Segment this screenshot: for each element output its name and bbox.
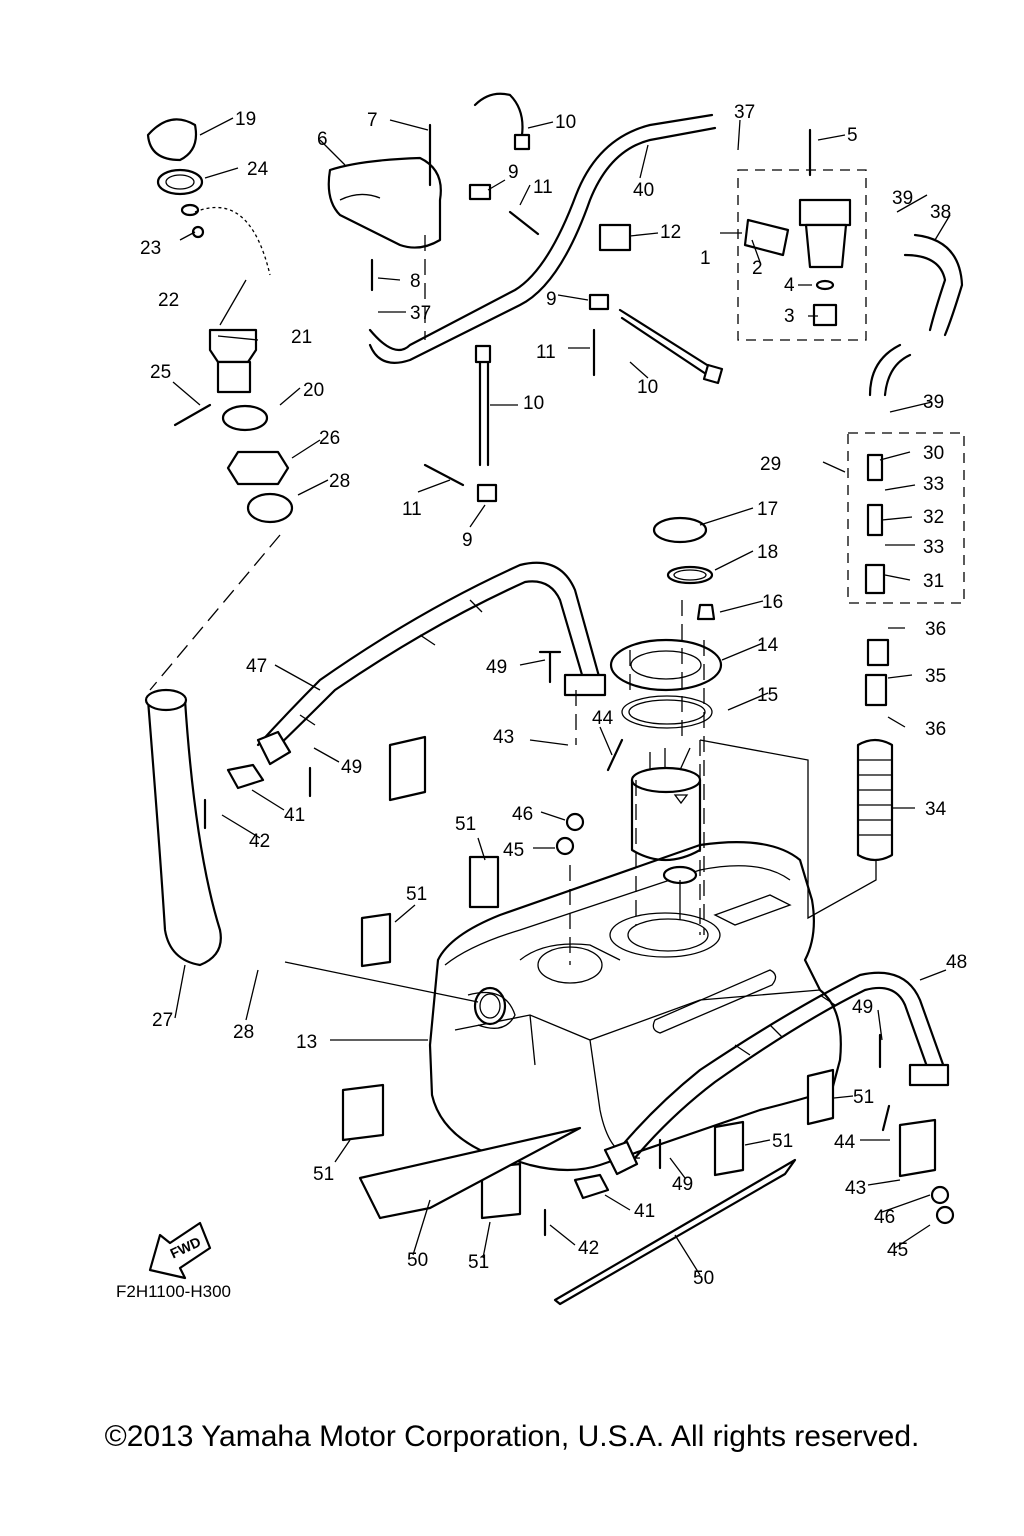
callout-3: 3 bbox=[784, 306, 795, 327]
callout-28a: 28 bbox=[329, 471, 350, 492]
callout-49a: 49 bbox=[486, 657, 507, 678]
fuel-pump-assembly bbox=[569, 516, 723, 965]
callout-10a: 10 bbox=[555, 112, 576, 133]
callout-14: 14 bbox=[757, 635, 779, 656]
fuel-tank-body bbox=[428, 841, 842, 1172]
callout-51a: 51 bbox=[455, 814, 476, 835]
callout-11b: 11 bbox=[536, 342, 556, 363]
callout-18: 18 bbox=[757, 542, 778, 563]
filler-cap-assembly bbox=[146, 118, 294, 524]
callout-21: 21 bbox=[291, 327, 312, 348]
callout-31: 31 bbox=[923, 571, 944, 592]
callout-43a: 43 bbox=[493, 727, 514, 748]
callout-39b: 39 bbox=[923, 392, 944, 413]
callout-51f: 51 bbox=[468, 1252, 489, 1273]
callout-51e: 51 bbox=[772, 1131, 793, 1152]
callout-49c: 49 bbox=[852, 997, 873, 1018]
cover bbox=[327, 123, 812, 292]
callout-51d: 51 bbox=[853, 1087, 874, 1108]
cable-ties-rivets bbox=[423, 92, 724, 503]
callout-7: 7 bbox=[367, 110, 378, 131]
callout-8: 8 bbox=[410, 271, 421, 292]
filler-hose bbox=[144, 688, 222, 967]
labels-strips bbox=[148, 855, 835, 1306]
callout-39a: 39 bbox=[892, 188, 913, 209]
callout-46b: 46 bbox=[874, 1207, 895, 1228]
callout-numbers: 1 2 3 4 5 6 7 8 9 9 9 10 10 10 11 11 11 … bbox=[140, 102, 967, 1289]
hose-fittings-assembly bbox=[699, 432, 965, 920]
callout-43b: 43 bbox=[845, 1178, 866, 1199]
callout-37b: 37 bbox=[410, 303, 431, 324]
callout-33b: 33 bbox=[923, 537, 944, 558]
callout-51b: 51 bbox=[406, 884, 427, 905]
mount-brackets bbox=[203, 650, 955, 1237]
callout-40: 40 bbox=[633, 180, 654, 201]
callout-36a: 36 bbox=[925, 619, 946, 640]
callout-2: 2 bbox=[752, 258, 763, 279]
callout-6: 6 bbox=[317, 129, 328, 150]
callout-47: 47 bbox=[246, 656, 267, 677]
callout-41b: 41 bbox=[634, 1201, 655, 1222]
callout-42a: 42 bbox=[249, 831, 270, 852]
callout-24: 24 bbox=[247, 159, 269, 180]
callout-11c: 11 bbox=[402, 499, 422, 520]
callout-50b: 50 bbox=[693, 1268, 714, 1289]
callout-46a: 46 bbox=[512, 804, 533, 825]
callout-44b: 44 bbox=[834, 1132, 856, 1153]
assembly-lines bbox=[149, 235, 631, 1003]
callout-9b: 9 bbox=[546, 289, 557, 310]
callout-49b: 49 bbox=[341, 757, 362, 778]
fuel-filter-assembly bbox=[737, 169, 867, 341]
callout-42b: 42 bbox=[578, 1238, 599, 1259]
drawing-code: F2H1100-H300 bbox=[116, 1282, 231, 1301]
leader-lines bbox=[172, 117, 951, 1276]
callout-13: 13 bbox=[296, 1032, 317, 1053]
callout-15: 15 bbox=[757, 685, 778, 706]
callout-50a: 50 bbox=[407, 1250, 428, 1271]
callout-19: 19 bbox=[235, 109, 256, 130]
tank-band-front bbox=[256, 561, 607, 766]
callout-44a: 44 bbox=[592, 708, 614, 729]
callout-29: 29 bbox=[760, 454, 781, 475]
callout-26: 26 bbox=[319, 428, 340, 449]
callout-1: 1 bbox=[700, 248, 711, 269]
callout-38: 38 bbox=[930, 202, 951, 223]
callout-45b: 45 bbox=[887, 1240, 908, 1261]
callout-17: 17 bbox=[757, 499, 778, 520]
callout-36b: 36 bbox=[925, 719, 946, 740]
callout-45a: 45 bbox=[503, 840, 524, 861]
callout-48: 48 bbox=[946, 952, 967, 973]
callout-9c: 9 bbox=[462, 530, 473, 551]
callout-10b: 10 bbox=[637, 377, 658, 398]
callout-4: 4 bbox=[784, 275, 795, 296]
callout-25: 25 bbox=[150, 362, 171, 383]
callout-5: 5 bbox=[847, 125, 858, 146]
callout-32: 32 bbox=[923, 507, 944, 528]
callout-33a: 33 bbox=[923, 474, 944, 495]
callout-49d: 49 bbox=[672, 1174, 693, 1195]
callout-34: 34 bbox=[925, 799, 947, 820]
callout-28b: 28 bbox=[233, 1022, 254, 1043]
callout-20: 20 bbox=[303, 380, 324, 401]
callout-22: 22 bbox=[158, 290, 179, 311]
callout-12: 12 bbox=[660, 222, 681, 243]
copyright-notice: ©2013 Yamaha Motor Corporation, U.S.A. A… bbox=[104, 1420, 920, 1453]
callout-23: 23 bbox=[140, 238, 161, 259]
callout-41a: 41 bbox=[284, 805, 305, 826]
callout-9a: 9 bbox=[508, 162, 519, 183]
callout-27: 27 bbox=[152, 1010, 173, 1031]
callout-51c: 51 bbox=[313, 1164, 334, 1185]
callout-11a: 11 bbox=[533, 177, 553, 198]
callout-30: 30 bbox=[923, 443, 944, 464]
tank-band-rear bbox=[603, 971, 950, 1176]
callout-10c: 10 bbox=[523, 393, 544, 414]
vent-hose bbox=[368, 113, 964, 397]
callout-16: 16 bbox=[762, 592, 783, 613]
callout-37a: 37 bbox=[734, 102, 755, 123]
callout-35: 35 bbox=[925, 666, 946, 687]
